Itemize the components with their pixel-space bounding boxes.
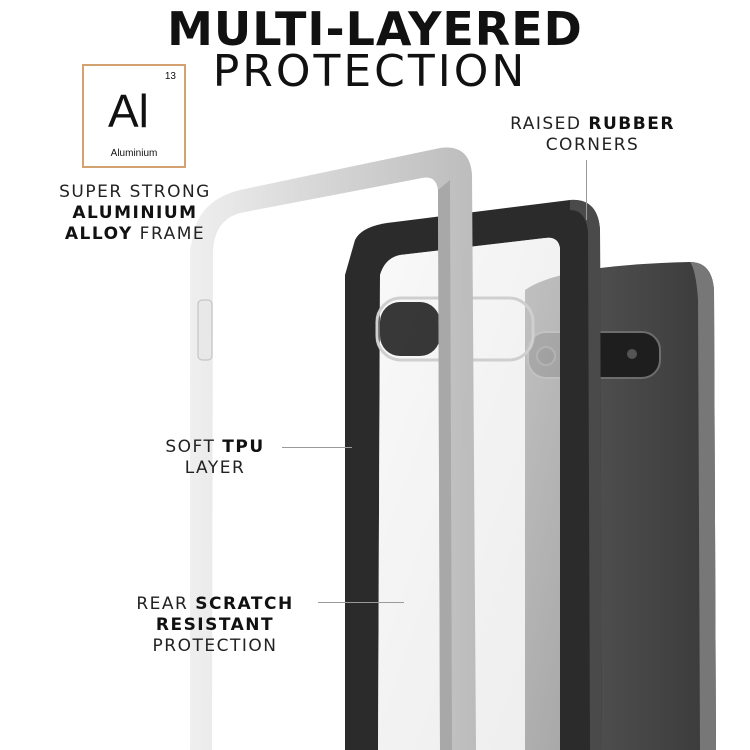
rear-label-line-3: PROTECTION bbox=[152, 636, 278, 656]
frame-label-line-3-bold: ALLOY bbox=[64, 224, 133, 244]
title-line-2: PROTECTION bbox=[212, 46, 528, 97]
rubber-label: RAISED RUBBER CORNERS bbox=[485, 114, 700, 156]
rear-label: REAR SCRATCH RESISTANT PROTECTION bbox=[110, 594, 320, 657]
rear-label-line-1-bold: SCRATCH bbox=[195, 594, 294, 614]
title-line-1: MULTI-LAYERED bbox=[167, 2, 583, 56]
element-name: Aluminium bbox=[110, 148, 158, 159]
frame-label-line-1: SUPER STRONG bbox=[59, 182, 211, 202]
tpu-label: SOFT TPU LAYER bbox=[140, 437, 290, 479]
rubber-label-line-2: CORNERS bbox=[545, 135, 640, 155]
tpu-label-line-1: SOFT bbox=[165, 437, 223, 457]
tpu-leader-line bbox=[282, 447, 352, 448]
aluminium-element-icon: 13 Al Aluminium bbox=[82, 64, 186, 168]
frame-label: SUPER STRONG ALUMINIUM ALLOY FRAME bbox=[30, 182, 240, 245]
tpu-label-line-1-bold: TPU bbox=[222, 437, 265, 457]
element-symbol: Al bbox=[108, 85, 149, 137]
rear-label-line-2: RESISTANT bbox=[155, 615, 275, 635]
aluminium-frame bbox=[190, 147, 476, 750]
frame-label-line-3: FRAME bbox=[132, 224, 206, 244]
frame-label-line-2: ALUMINIUM bbox=[72, 203, 198, 223]
rear-leader-line bbox=[318, 602, 404, 603]
rear-label-line-1: REAR bbox=[136, 594, 196, 614]
atomic-number: 13 bbox=[164, 71, 176, 82]
tpu-label-line-2: LAYER bbox=[184, 458, 246, 478]
rubber-leader-line bbox=[586, 160, 587, 220]
rubber-label-line-1: RAISED bbox=[510, 114, 589, 134]
rubber-label-line-1-bold: RUBBER bbox=[588, 114, 675, 134]
